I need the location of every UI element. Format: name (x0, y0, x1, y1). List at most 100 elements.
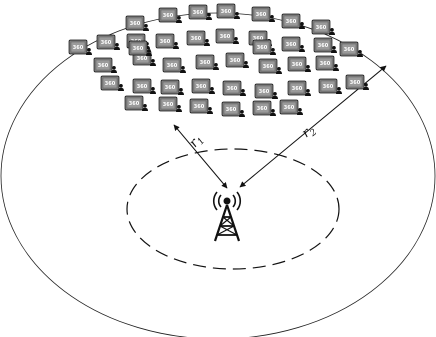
user-icon (329, 28, 335, 35)
user-icon (150, 87, 156, 94)
vr-headset-device: 360 (93, 57, 117, 73)
vr-badge-text: 360 (320, 61, 331, 67)
vr-badge-text: 360 (286, 42, 297, 48)
user-icon (357, 50, 363, 57)
vr-headset-device: 360 (215, 28, 239, 44)
vr-badge-text: 360 (253, 36, 264, 42)
vr-badge-text: 360 (160, 39, 171, 45)
vr-badge-text: 360 (191, 36, 202, 42)
vr-badge-text: 360 (163, 13, 174, 19)
vr-badge-text: 360 (257, 106, 268, 112)
vr-badge-text: 360 (130, 21, 141, 27)
vr-headset-device: 360 (125, 15, 149, 31)
vr-badge-text: 360 (165, 85, 176, 91)
radius-r1-arrow (173, 124, 228, 189)
vr-badge-text: 360 (221, 9, 232, 15)
vr-headset-device: 360 (281, 36, 305, 52)
vr-badge-text: 360 (137, 84, 148, 90)
vr-badge-text: 360 (137, 56, 148, 62)
device-cluster: 360 360 360 360 360 360 360 360 360 360 360 360 360 3… (68, 3, 369, 117)
vr-screen (217, 30, 233, 42)
user-icon (207, 107, 213, 114)
vr-badge-text: 360 (163, 102, 174, 108)
vr-screen (320, 80, 336, 92)
vr-headset-device: 360 (100, 75, 124, 91)
user-icon (111, 66, 117, 73)
user-icon (305, 65, 311, 72)
vr-badge-text: 360 (129, 101, 140, 107)
vr-screen (260, 60, 276, 72)
vr-headset-device: 360 (315, 55, 339, 71)
vr-headset-device: 360 (345, 74, 369, 90)
vr-headset-device: 360 (287, 80, 311, 96)
vr-screen (164, 59, 180, 71)
user-icon (204, 39, 210, 46)
vr-badge-text: 360 (323, 84, 334, 90)
vr-screen (98, 36, 114, 48)
vr-screen (281, 101, 297, 113)
vr-badge-text: 360 (259, 89, 270, 95)
user-icon (305, 89, 311, 96)
user-icon (243, 61, 249, 68)
user-icon (331, 46, 337, 53)
radius-r1-label: r1 (187, 132, 208, 152)
vr-badge-text: 360 (196, 84, 207, 90)
user-icon (176, 105, 182, 112)
vr-badge-text: 360 (73, 45, 84, 51)
vr-screen (227, 54, 243, 66)
vr-headset-device: 360 (160, 79, 184, 95)
vr-screen (289, 58, 305, 70)
user-icon (297, 108, 303, 115)
vr-screen (254, 102, 270, 114)
user-icon (178, 88, 184, 95)
vr-badge-text: 360 (292, 86, 303, 92)
vr-screen (190, 6, 206, 18)
user-icon (270, 109, 276, 116)
vr-screen (315, 39, 331, 51)
vr-badge-text: 360 (263, 64, 274, 70)
inner-coverage-ellipse (126, 148, 340, 270)
vr-headset-device: 360 (158, 7, 182, 23)
user-icon (269, 15, 275, 22)
vr-screen (126, 97, 142, 109)
vr-headset-device: 360 (128, 40, 152, 56)
vr-screen (127, 17, 143, 29)
vr-screen (283, 15, 299, 27)
user-icon (206, 13, 212, 20)
vr-badge-text: 360 (344, 47, 355, 53)
vr-screen (188, 32, 204, 44)
user-icon (146, 49, 152, 56)
vr-headset-device: 360 (279, 99, 303, 115)
vr-screen (134, 80, 150, 92)
user-icon (118, 84, 124, 91)
user-icon (276, 67, 282, 74)
vr-headset-device: 360 (188, 4, 212, 20)
vr-headset-device: 360 (222, 80, 246, 96)
user-icon (209, 87, 215, 94)
vr-headset-device: 360 (216, 3, 240, 19)
vr-headset-device: 360 (155, 33, 179, 49)
user-icon (333, 64, 339, 71)
vr-screen (197, 56, 213, 68)
vr-screen (341, 43, 357, 55)
vr-badge-text: 360 (316, 25, 327, 31)
vr-headset-device: 360 (281, 13, 305, 29)
user-icon (142, 104, 148, 111)
radius-r2-label: r2 (299, 122, 319, 143)
user-icon (336, 87, 342, 94)
user-icon (114, 43, 120, 50)
vr-badge-text: 360 (200, 60, 211, 66)
vr-screen (313, 21, 329, 33)
vr-badge-text: 360 (286, 19, 297, 25)
vr-screen (95, 59, 111, 71)
vr-screen (162, 81, 178, 93)
vr-screen (130, 42, 146, 54)
vr-headset-device: 360 (186, 30, 210, 46)
vr-screen (317, 57, 333, 69)
vr-badge-text: 360 (318, 43, 329, 49)
vr-screen (289, 82, 305, 94)
vr-headset-device: 360 (124, 95, 148, 111)
user-icon (240, 89, 246, 96)
vr-screen (157, 35, 173, 47)
